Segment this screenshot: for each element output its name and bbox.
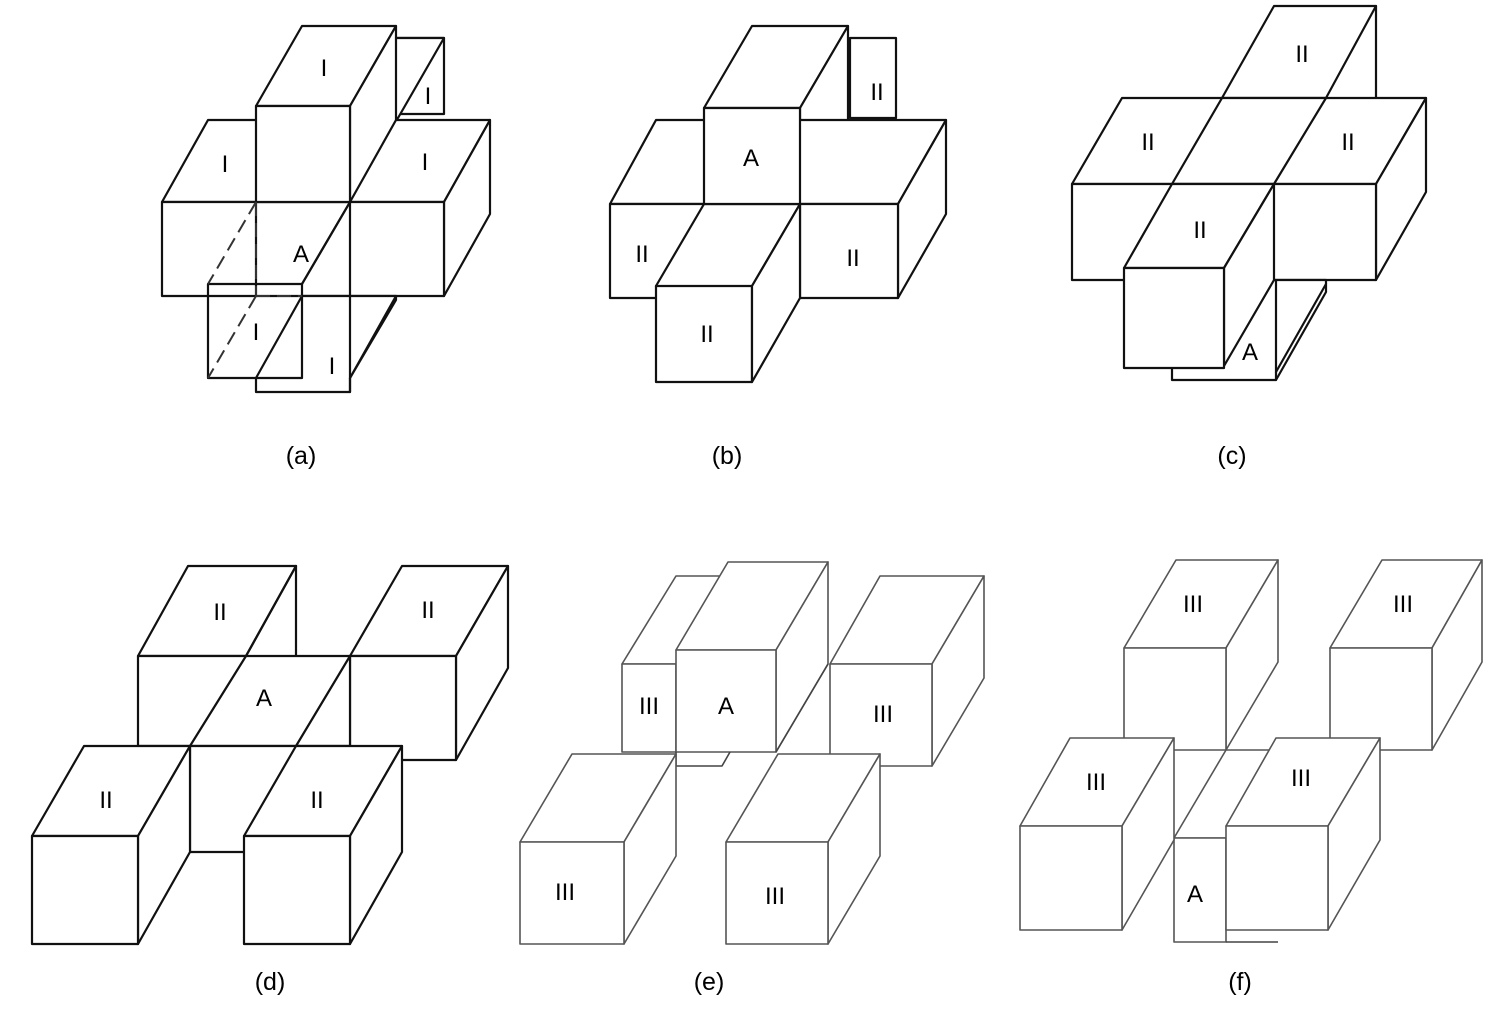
label-back-right: II bbox=[421, 597, 434, 624]
panel-f: III III III III A (f) bbox=[1019, 559, 1483, 996]
label-front-right: III bbox=[765, 883, 785, 910]
label-front-right: II bbox=[310, 787, 323, 814]
caption-f: (f) bbox=[1228, 968, 1252, 996]
label-front-left: III bbox=[1086, 769, 1106, 796]
label-back: II bbox=[1295, 41, 1308, 68]
panel-b: II A II II II (b) bbox=[608, 24, 948, 470]
label-right: I bbox=[422, 149, 429, 176]
label-left: II bbox=[1141, 129, 1154, 156]
label-right: II bbox=[1341, 129, 1354, 156]
label-front-side: I bbox=[329, 353, 336, 380]
label-center: A bbox=[718, 693, 734, 720]
panel-a: I I I I A I I (a) bbox=[160, 24, 492, 470]
label-center: II bbox=[1193, 217, 1206, 244]
label-top: A bbox=[743, 145, 759, 172]
caption-b: (b) bbox=[712, 442, 743, 470]
panel-d: II II A II II (d) bbox=[30, 564, 510, 996]
caption-e: (e) bbox=[694, 968, 725, 996]
label-top: I bbox=[321, 55, 328, 82]
label-back-right: III bbox=[873, 701, 893, 728]
label-front-left: II bbox=[99, 787, 112, 814]
label-back-right: I bbox=[425, 83, 432, 110]
label-left: II bbox=[635, 241, 648, 268]
label-back-left: III bbox=[639, 693, 659, 720]
label-back-right: III bbox=[1393, 591, 1413, 618]
label-front: I bbox=[253, 319, 260, 346]
label-left: I bbox=[222, 151, 229, 178]
label-back-left: II bbox=[213, 599, 226, 626]
panel-c: II II II II A (c) bbox=[1070, 4, 1428, 470]
label-right: II bbox=[846, 245, 859, 272]
label-back-left: III bbox=[1183, 591, 1203, 618]
label-center: A bbox=[1187, 881, 1203, 908]
caption-c: (c) bbox=[1217, 442, 1246, 470]
label-center: A bbox=[256, 685, 272, 712]
label-back: II bbox=[870, 79, 883, 106]
label-front-right: III bbox=[1291, 765, 1311, 792]
caption-a: (a) bbox=[286, 442, 317, 470]
caption-d: (d) bbox=[255, 968, 286, 996]
label-center: A bbox=[293, 241, 309, 268]
label-front-left: III bbox=[555, 879, 575, 906]
label-front: II bbox=[700, 321, 713, 348]
panel-e: III A III III III (e) bbox=[519, 561, 985, 996]
label-front-side: A bbox=[1242, 339, 1258, 366]
